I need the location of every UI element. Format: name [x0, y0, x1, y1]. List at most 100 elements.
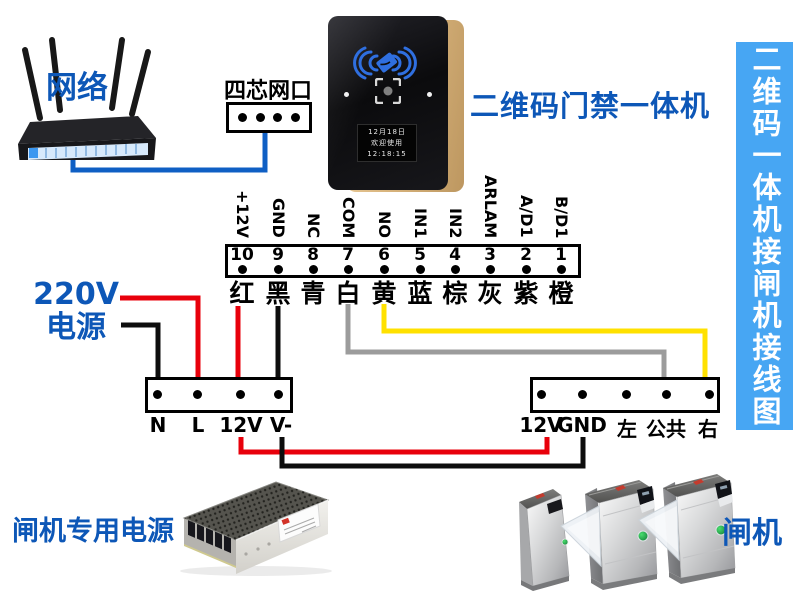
- pin-dot: [556, 265, 566, 274]
- display-line: 欢迎使用: [371, 139, 403, 147]
- pin-dot: [450, 265, 460, 274]
- psu-label: 闸机专用电源: [12, 516, 174, 547]
- wire-red-psu: [238, 437, 550, 455]
- device-led-dot-right: [427, 92, 432, 97]
- block-pin-dot: [193, 390, 202, 399]
- device-display: 12月18日 欢迎使用 12:18:15: [357, 124, 417, 162]
- net-port-pin-dot: [290, 113, 300, 122]
- terminal-pin-column: 7 白: [328, 247, 368, 307]
- block-pin-dot: [274, 390, 283, 399]
- block-pin-dot: [662, 390, 671, 399]
- pin-number: 2: [520, 245, 532, 265]
- net-port-label: 四芯网口: [224, 79, 313, 104]
- block-pin-dot: [622, 390, 631, 399]
- wire-color-label: 黑: [265, 279, 291, 308]
- contactless-card-icon: [353, 46, 417, 80]
- device-led-dot-left: [344, 92, 349, 97]
- wire-220v-live: [120, 295, 201, 377]
- pin-dot: [237, 265, 247, 274]
- pin-dot: [485, 265, 495, 274]
- banner-title: 二维码一体机接闸机接线图: [748, 44, 782, 428]
- router-image: [18, 37, 156, 160]
- psu-pin-label: 12V: [219, 413, 263, 437]
- signal-label: GND: [269, 198, 288, 238]
- pin-dot: [379, 265, 389, 274]
- wire-gray-com: [345, 304, 667, 377]
- gate-pin-label: 右: [698, 417, 718, 441]
- device-title: 二维码门禁一体机: [470, 89, 711, 123]
- signal-label: B/D1: [552, 195, 571, 238]
- psu-pin-label: N: [149, 413, 167, 437]
- pin-number: 10: [230, 245, 254, 265]
- block-pin-dot: [578, 390, 587, 399]
- net-port-pin-dot: [273, 113, 283, 122]
- terminal-strip-10pin: [225, 244, 581, 278]
- wire-color-label: 红: [229, 279, 255, 308]
- gate-label: 闸机: [722, 516, 782, 551]
- signal-label: NO: [375, 211, 394, 238]
- terminal-pin-column: 5 蓝: [400, 247, 440, 307]
- mains-voltage: 220V: [33, 277, 119, 312]
- pin-number: 3: [484, 245, 496, 265]
- terminal-pin-column: 3 灰: [470, 247, 510, 307]
- pin-number: 7: [342, 245, 354, 265]
- pin-number: 8: [307, 245, 319, 265]
- pin-dot: [273, 265, 283, 274]
- gate-unit-2: [560, 480, 658, 590]
- pin-number: 4: [449, 245, 461, 265]
- wire-color-label: 灰: [477, 279, 503, 308]
- signal-label: IN2: [446, 207, 465, 238]
- wire-color-label: 白: [335, 279, 361, 308]
- gate-pin-label: 12V: [519, 413, 563, 437]
- pin-dot: [415, 265, 425, 274]
- signal-label: ARLAM: [481, 174, 500, 238]
- wire-color-label: 棕: [442, 279, 468, 308]
- gate-pin-label: 左: [617, 417, 637, 441]
- psu-terminal-block: [145, 377, 293, 413]
- psu-pin-label: V-: [269, 413, 293, 437]
- signal-label: +12V: [233, 189, 252, 238]
- block-pin-dot: [153, 390, 162, 399]
- block-pin-dot: [705, 390, 714, 399]
- pin-number: 5: [414, 245, 426, 265]
- display-line: 12:18:15: [367, 150, 407, 158]
- pin-number: 9: [272, 245, 284, 265]
- device-front-face: 12月18日 欢迎使用 12:18:15: [328, 16, 448, 190]
- title-banner: 二维码一体机接闸机接线图: [736, 42, 793, 430]
- psu-pin-label: L: [191, 413, 205, 437]
- signal-label: NC: [304, 212, 323, 238]
- mains-power-label: 220V 电源: [28, 278, 124, 344]
- wire-color-label: 黄: [371, 279, 397, 308]
- pin-number: 1: [555, 245, 567, 265]
- signal-label: A/D1: [517, 195, 536, 238]
- mains-word: 电源: [46, 310, 106, 345]
- gate-pin-label: 公共: [646, 417, 686, 441]
- router-led-strip: [28, 143, 148, 160]
- wire-black-psu: [279, 437, 586, 469]
- signal-label: IN1: [411, 207, 430, 238]
- pin-number: 6: [378, 245, 390, 265]
- terminal-pin-column: 2 紫: [506, 247, 546, 307]
- wire-color-label: 橙: [548, 279, 574, 308]
- qr-scan-frame-icon: [375, 78, 401, 104]
- net-port-pin-dot: [255, 113, 265, 122]
- wire-color-label: 青: [300, 279, 326, 308]
- gate-unit-1: [519, 489, 570, 591]
- terminal-pin-column: 10 红: [222, 247, 262, 307]
- net-port-pin-dot: [238, 113, 247, 122]
- network-label: 网络: [46, 70, 108, 106]
- wire-yellow-no: [381, 304, 708, 377]
- net-port-connector: [226, 102, 312, 133]
- terminal-pin-column: 8 青: [293, 247, 333, 307]
- pin-dot: [521, 265, 531, 274]
- signal-label: COM: [339, 196, 358, 238]
- block-pin-dot: [236, 390, 245, 399]
- wire-220v-neutral: [121, 322, 161, 377]
- terminal-pin-column: 9 黑: [258, 247, 298, 307]
- pin-dot: [308, 265, 318, 274]
- display-line: 12月18日: [368, 128, 406, 136]
- pin-dot: [343, 265, 353, 274]
- wire-color-label: 紫: [513, 279, 539, 308]
- router-antennas: [22, 37, 151, 121]
